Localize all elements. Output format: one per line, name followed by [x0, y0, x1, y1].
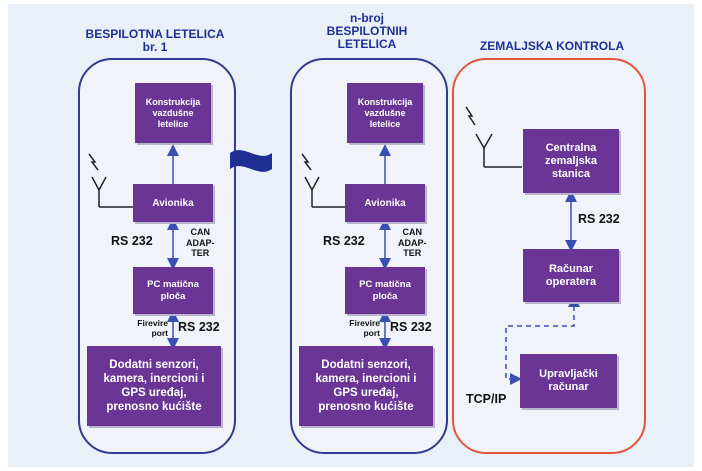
ground-title: ZEMALJSKA KONTROLA — [479, 39, 625, 53]
ground-lightning-icon — [465, 106, 476, 126]
uavN-title: n-broj BESPILOTNIH LETELICA — [326, 11, 408, 51]
uav1-can-adapter-label: CAN ADAP- TER — [186, 227, 215, 258]
uav1-pc-box: PC matična ploča — [133, 267, 213, 314]
uav1-rs232-bottom-label: RS 232 — [178, 320, 220, 334]
uav1-construction-box: Konstrukcija vazdušne letelice — [135, 83, 211, 143]
uavN-can-adapter-label: CAN ADAP- TER — [398, 227, 427, 258]
uavN-rs232-top-label: RS 232 — [323, 234, 365, 248]
uav1-sensors-box: Dodatni senzori, kamera, inercioni i GPS… — [87, 346, 221, 426]
uavN-sensors-box: Dodatni senzori, kamera, inercioni i GPS… — [299, 346, 433, 426]
uavN-lightning-icon — [301, 153, 312, 171]
diagram-canvas: BESPILOTNA LETELICA br. 1 n-broj BESPILO… — [8, 4, 694, 467]
ground-antenna-icon — [475, 133, 522, 168]
ground-tcpip-label: TCP/IP — [466, 392, 507, 406]
uav1-lightning-icon — [88, 153, 99, 171]
uavN-firewire-label: Firevire port — [349, 318, 380, 338]
uav1-title: BESPILOTNA LETELICA br. 1 — [85, 27, 225, 54]
uavN-avionics-box: Avionika — [345, 184, 425, 222]
uav1-rs232-top-label: RS 232 — [111, 234, 153, 248]
uavN-pc-box: PC matična ploča — [345, 267, 425, 314]
ground-central-station-box: Centralna zemaljska stanica — [523, 129, 619, 193]
connectors-layer — [88, 106, 580, 385]
ground-tcpip-link — [505, 306, 575, 385]
ground-operator-computer-box: Računar operatera — [523, 249, 619, 302]
ground-control-computer-box: Upravljački računar — [520, 354, 617, 408]
ground-rs232-label: RS 232 — [578, 212, 620, 226]
uavN-construction-box: Konstrukcija vazdušne letelice — [347, 83, 423, 143]
wave-link-icon — [230, 150, 272, 172]
uavN-rs232-bottom-label: RS 232 — [390, 320, 432, 334]
uav1-firewire-label: Firevire port — [137, 318, 168, 338]
uavN-antenna-icon — [304, 176, 345, 208]
uav1-antenna-icon — [91, 176, 133, 208]
uav1-avionics-box: Avionika — [133, 184, 213, 222]
